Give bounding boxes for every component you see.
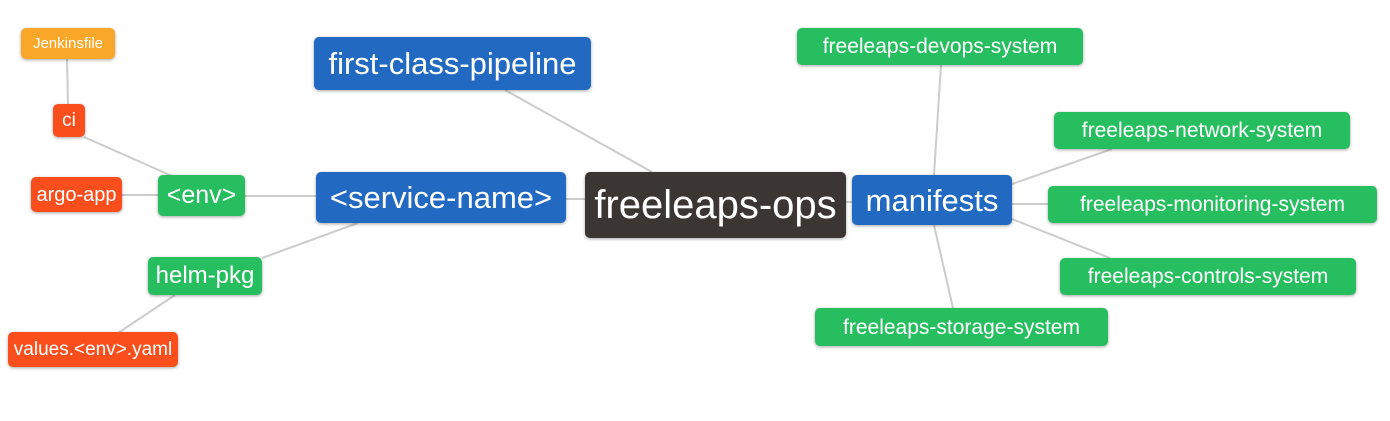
edge-service-name-to-helm-pkg bbox=[261, 222, 359, 259]
edge-ci-to-env bbox=[83, 136, 173, 177]
node-freeleaps-ops[interactable]: freeleaps-ops bbox=[585, 172, 846, 238]
edge-helm-pkg-to-values-env-yaml bbox=[117, 294, 176, 334]
node-storage-system[interactable]: freeleaps-storage-system bbox=[815, 308, 1108, 346]
node-devops-system[interactable]: freeleaps-devops-system bbox=[797, 28, 1083, 65]
node-values-env-yaml[interactable]: values.<env>.yaml bbox=[8, 332, 178, 367]
node-monitoring-system[interactable]: freeleaps-monitoring-system bbox=[1048, 186, 1377, 223]
edge-manifests-to-network-system bbox=[1011, 148, 1113, 185]
edge-jenkinsfile-to-ci bbox=[66, 58, 69, 105]
node-ci[interactable]: ci bbox=[53, 104, 85, 137]
node-argo-app[interactable]: argo-app bbox=[31, 177, 122, 212]
node-env[interactable]: <env> bbox=[158, 175, 245, 216]
node-network-system[interactable]: freeleaps-network-system bbox=[1054, 112, 1350, 149]
edge-manifests-to-storage-system bbox=[933, 224, 954, 309]
edge-freeleaps-ops-to-first-class-pipeline bbox=[504, 89, 653, 173]
node-service-name[interactable]: <service-name> bbox=[316, 172, 566, 223]
node-controls-system[interactable]: freeleaps-controls-system bbox=[1060, 258, 1356, 295]
node-jenkinsfile[interactable]: Jenkinsfile bbox=[21, 28, 115, 59]
edge-manifests-to-controls-system bbox=[1011, 218, 1111, 259]
node-manifests[interactable]: manifests bbox=[852, 175, 1012, 225]
node-first-class-pipeline[interactable]: first-class-pipeline bbox=[314, 37, 591, 90]
edge-manifests-to-devops-system bbox=[933, 64, 942, 176]
node-helm-pkg[interactable]: helm-pkg bbox=[148, 257, 262, 295]
